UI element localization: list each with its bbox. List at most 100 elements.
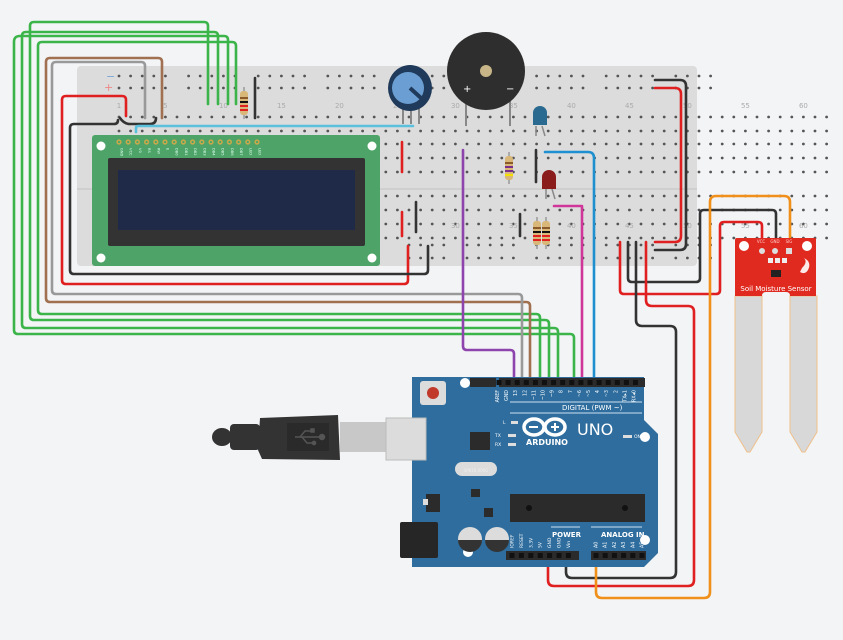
breadboard-hole[interactable]: [825, 156, 828, 160]
analog-pin[interactable]: [593, 553, 599, 558]
breadboard-hole[interactable]: [361, 74, 364, 78]
breadboard-hole[interactable]: [570, 156, 573, 160]
breadboard-hole[interactable]: [593, 115, 596, 119]
breadboard-hole[interactable]: [477, 170, 480, 174]
breadboard-hole[interactable]: [825, 129, 828, 133]
breadboard-hole[interactable]: [349, 74, 353, 78]
wire-green[interactable]: [28, 20, 551, 384]
breadboard-hole[interactable]: [616, 115, 620, 119]
breadboard-hole[interactable]: [628, 74, 631, 78]
breadboard-hole[interactable]: [488, 243, 492, 247]
digital-pin[interactable]: [551, 380, 557, 385]
resistor[interactable]: [505, 152, 513, 184]
breadboard-hole[interactable]: [639, 236, 643, 240]
breadboard-hole[interactable]: [535, 256, 538, 260]
breadboard-hole[interactable]: [488, 236, 492, 240]
breadboard-hole[interactable]: [198, 86, 202, 90]
breadboard-hole[interactable]: [349, 86, 353, 90]
breadboard-hole[interactable]: [755, 129, 759, 133]
breadboard-hole[interactable]: [407, 142, 411, 146]
wire-orange[interactable]: [594, 194, 792, 600]
breadboard-hole[interactable]: [581, 142, 585, 146]
breadboard-hole[interactable]: [651, 194, 654, 198]
breadboard-hole[interactable]: [140, 115, 144, 119]
wire-black[interactable]: [68, 118, 430, 276]
breadboard-hole[interactable]: [686, 256, 689, 260]
breadboard-hole[interactable]: [570, 142, 573, 146]
breadboard-hole[interactable]: [802, 194, 805, 198]
breadboard-hole[interactable]: [338, 74, 341, 78]
wire-purple[interactable]: [461, 148, 516, 384]
breadboard-hole[interactable]: [500, 194, 504, 198]
breadboard-hole[interactable]: [419, 256, 422, 260]
breadboard-hole[interactable]: [732, 170, 736, 174]
breadboard-hole[interactable]: [546, 194, 550, 198]
breadboard-hole[interactable]: [384, 142, 388, 146]
breadboard-hole[interactable]: [314, 115, 318, 119]
breadboard-hole[interactable]: [117, 74, 121, 78]
breadboard-hole[interactable]: [535, 208, 538, 212]
breadboard-hole[interactable]: [198, 115, 202, 119]
breadboard-hole[interactable]: [732, 236, 736, 240]
breadboard-hole[interactable]: [744, 142, 747, 146]
breadboard-hole[interactable]: [523, 222, 527, 226]
breadboard-hole[interactable]: [628, 156, 631, 160]
breadboard-hole[interactable]: [430, 156, 434, 160]
breadboard-hole[interactable]: [674, 194, 678, 198]
breadboard-hole[interactable]: [581, 194, 585, 198]
breadboard-hole[interactable]: [593, 129, 596, 133]
breadboard-hole[interactable]: [778, 208, 782, 212]
breadboard-hole[interactable]: [616, 222, 620, 226]
digital-pin[interactable]: [633, 380, 638, 385]
breadboard-hole[interactable]: [732, 115, 736, 119]
breadboard-hole[interactable]: [546, 156, 550, 160]
breadboard-hole[interactable]: [419, 222, 422, 226]
breadboard-hole[interactable]: [256, 129, 260, 133]
breadboard-hole[interactable]: [778, 170, 782, 174]
breadboard-hole[interactable]: [198, 129, 202, 133]
breadboard-hole[interactable]: [604, 142, 608, 146]
breadboard-hole[interactable]: [778, 142, 782, 146]
breadboard-hole[interactable]: [326, 115, 330, 119]
breadboard-hole[interactable]: [604, 236, 608, 240]
breadboard-hole[interactable]: [558, 115, 562, 119]
breadboard-hole[interactable]: [454, 194, 457, 198]
breadboard-hole[interactable]: [709, 86, 712, 90]
breadboard-hole[interactable]: [662, 222, 666, 226]
breadboard-hole[interactable]: [129, 129, 133, 133]
breadboard-hole[interactable]: [651, 208, 654, 212]
analog-pin[interactable]: [602, 553, 608, 558]
digital-pin[interactable]: [496, 380, 502, 385]
breadboard-hole[interactable]: [222, 74, 225, 78]
breadboard-hole[interactable]: [500, 243, 504, 247]
breadboard-hole[interactable]: [477, 142, 480, 146]
breadboard-hole[interactable]: [813, 170, 817, 174]
breadboard-hole[interactable]: [639, 222, 643, 226]
breadboard-hole[interactable]: [372, 74, 376, 78]
breadboard-hole[interactable]: [465, 243, 469, 247]
breadboard-hole[interactable]: [407, 115, 411, 119]
breadboard-hole[interactable]: [384, 208, 388, 212]
breadboard-hole[interactable]: [291, 115, 295, 119]
breadboard-hole[interactable]: [314, 129, 318, 133]
breadboard-hole[interactable]: [442, 142, 446, 146]
breadboard-hole[interactable]: [546, 115, 550, 119]
breadboard-hole[interactable]: [732, 156, 736, 160]
breadboard-hole[interactable]: [477, 222, 480, 226]
breadboard-hole[interactable]: [477, 194, 480, 198]
digital-pin[interactable]: [578, 380, 584, 385]
breadboard-hole[interactable]: [662, 156, 666, 160]
breadboard-hole[interactable]: [628, 194, 631, 198]
breadboard-hole[interactable]: [256, 86, 260, 90]
breadboard-hole[interactable]: [813, 129, 817, 133]
digital-pin[interactable]: [505, 380, 511, 385]
breadboard-hole[interactable]: [488, 156, 492, 160]
breadboard-hole[interactable]: [790, 142, 794, 146]
breadboard-hole[interactable]: [338, 86, 341, 90]
breadboard-hole[interactable]: [361, 115, 364, 119]
breadboard-hole[interactable]: [488, 170, 492, 174]
breadboard-hole[interactable]: [604, 74, 608, 78]
breadboard-hole[interactable]: [500, 170, 504, 174]
breadboard-hole[interactable]: [164, 86, 167, 90]
breadboard-hole[interactable]: [291, 86, 295, 90]
